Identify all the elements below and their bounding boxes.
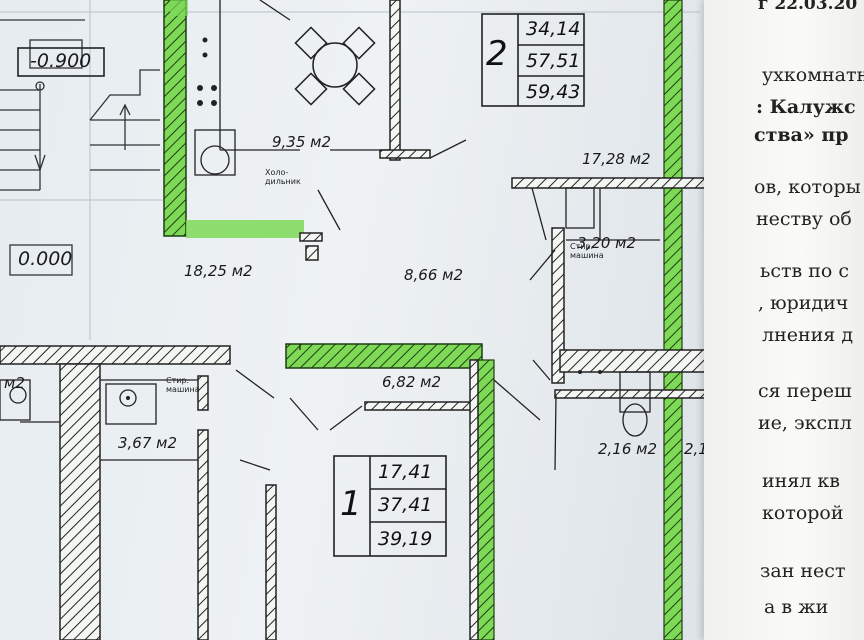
document-line: лнения д [762,324,854,346]
room-area-label: 17,28 м2 [582,150,651,168]
level-mark: 0.000 [18,248,73,270]
apartment-area-value: 17,41 [378,461,433,483]
document-line: неству об [756,208,852,230]
hall-area-label: 18,25 м2 [184,262,253,280]
document-line: , юридич [758,292,849,314]
apartment-area-value: 57,51 [526,50,581,72]
apartment-area-tables [17,13,585,557]
document-line: зан нест [760,560,846,582]
document-line: ства» пр [754,124,849,146]
room-area-label: 6,82 м2 [382,373,442,391]
apartment-area-value: 34,14 [526,18,581,40]
staircase [0,19,160,276]
level-mark: -0.900 [30,50,92,72]
apartment-area-value: 59,43 [526,81,581,103]
document-page: г 22.03.20 ухкомнатн : Калужс ства» пр о… [704,0,864,640]
stove-burners [126,37,602,400]
dining-table-icon [294,26,376,106]
highlighted-walls [163,0,683,640]
document-line: которой [762,502,844,524]
document-line: ухкомнатн [762,64,864,86]
doors-and-fixtures [0,0,727,471]
document-line: г 22.03.20 [758,0,858,14]
corridor-area-label: 8,66 м2 [404,266,464,284]
document-line: : Калужс [756,96,856,118]
toilet-area-label: 2,16 м2 [598,440,658,458]
kitchen-area-label: 9,35 м2 [272,133,332,151]
document-line: ие, экспл [758,412,852,434]
document-line: а в жи [764,596,829,618]
apartment-area-value: 37,41 [378,494,433,516]
walls [0,0,719,640]
apartment-number: 1 [340,484,362,524]
document-line: ов, которы [754,176,861,198]
bathroom-area-label: 3,20 м2 [577,234,637,252]
apartment-area-value: 39,19 [378,528,433,550]
washer-label: Стир. машина [166,376,200,394]
bathroom-area-label: 3,67 м2 [118,434,178,452]
toilet-area-label: 2,1 [684,440,708,458]
document-line: ьств по с [760,260,850,282]
document-line: инял кв [762,470,840,492]
washer-label: Стир. машина [570,242,604,260]
apartment-number: 2 [486,34,508,74]
fridge-label: Холо- дильник [265,168,301,186]
room-area-label: м2 [4,374,25,392]
document-line: ся переш [758,380,852,402]
